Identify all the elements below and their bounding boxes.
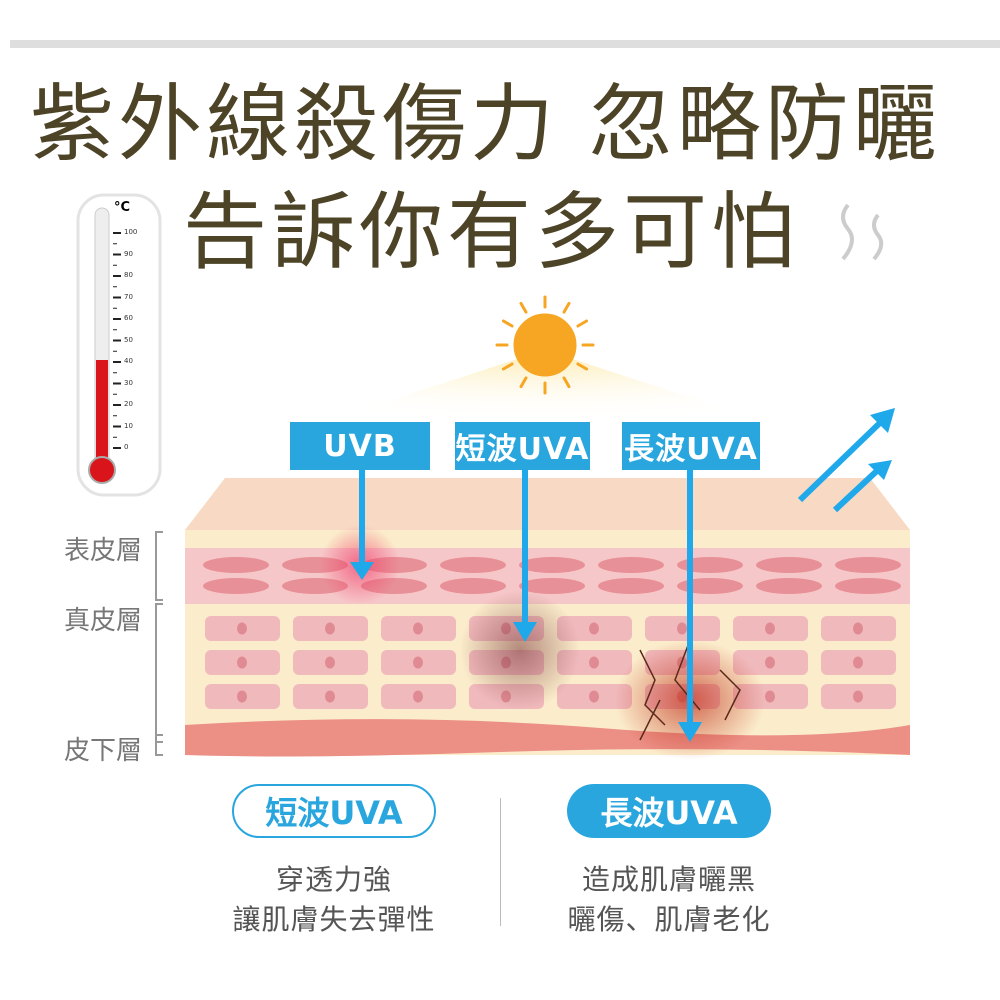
epidermis-cell (756, 557, 822, 573)
long-uva-desc-1: 造成肌膚曬黑 (581, 863, 756, 896)
epidermis-cell (440, 557, 506, 573)
epidermis-cell (440, 578, 506, 594)
epidermis-cell (835, 557, 901, 573)
epidermis-label: 表皮層 (64, 536, 143, 566)
sun-icon (495, 295, 595, 395)
thermometer-icon (76, 193, 162, 497)
reflect-arrow (797, 415, 888, 503)
thermometer-tick-label: 40 (124, 357, 133, 365)
epidermis-cell (677, 578, 743, 594)
epidermis-cell (203, 557, 269, 573)
epidermis-cell (598, 557, 664, 573)
thermometer-unit: °C (114, 200, 131, 215)
thermometer-tick-label: 10 (124, 421, 133, 430)
title-line-1: 紫外線殺傷力 忽略防曬 (30, 75, 941, 173)
thermometer-tick-label: 20 (124, 400, 133, 408)
thermometer-tick-label: 80 (124, 271, 133, 279)
long-uva-label: 長波UVA (622, 422, 760, 470)
epidermis-cell (519, 578, 585, 594)
short-uva-desc-2: 讓肌膚失去彈性 (232, 903, 436, 936)
short-uva-desc-1: 穿透力強 (275, 863, 392, 896)
heat-wave-icon (841, 203, 854, 261)
uvb-label: UVB (290, 422, 430, 470)
thermometer-tick-label: 50 (124, 335, 133, 344)
skin-cross-section (185, 478, 910, 760)
short-uva-label: 短波UVA (455, 422, 590, 470)
epidermis-cell (756, 578, 822, 594)
layer-brackets (155, 531, 163, 756)
thermometer-tick-label: 0 (124, 443, 129, 451)
long-uva-desc-2: 曬傷、肌膚老化 (567, 903, 771, 936)
dermis-label: 真皮層 (64, 606, 143, 636)
thermometer-tick-label: 60 (124, 314, 133, 322)
divider (500, 798, 501, 926)
epidermis-cell (519, 557, 585, 573)
thermometer-tick-label: 90 (124, 249, 133, 258)
heat-wave-icon (872, 213, 884, 261)
reflect-arrow (832, 465, 883, 513)
thermometer-tick-label: 100 (124, 228, 138, 236)
title-line-2: 告訴你有多可怕 (183, 183, 800, 281)
short-uva-pill: 短波UVA (232, 784, 436, 838)
epidermis-cell (677, 557, 743, 573)
thermometer-tick-label: 30 (124, 378, 133, 387)
top-bar (10, 40, 1000, 48)
epidermis-cell (203, 578, 269, 594)
epidermis-cell (598, 578, 664, 594)
long-uva-pill: 長波UVA (567, 784, 771, 838)
subcutaneous-label: 皮下層 (64, 736, 143, 766)
thermometer-tick-label: 70 (124, 292, 133, 301)
epidermis-cell (835, 578, 901, 594)
